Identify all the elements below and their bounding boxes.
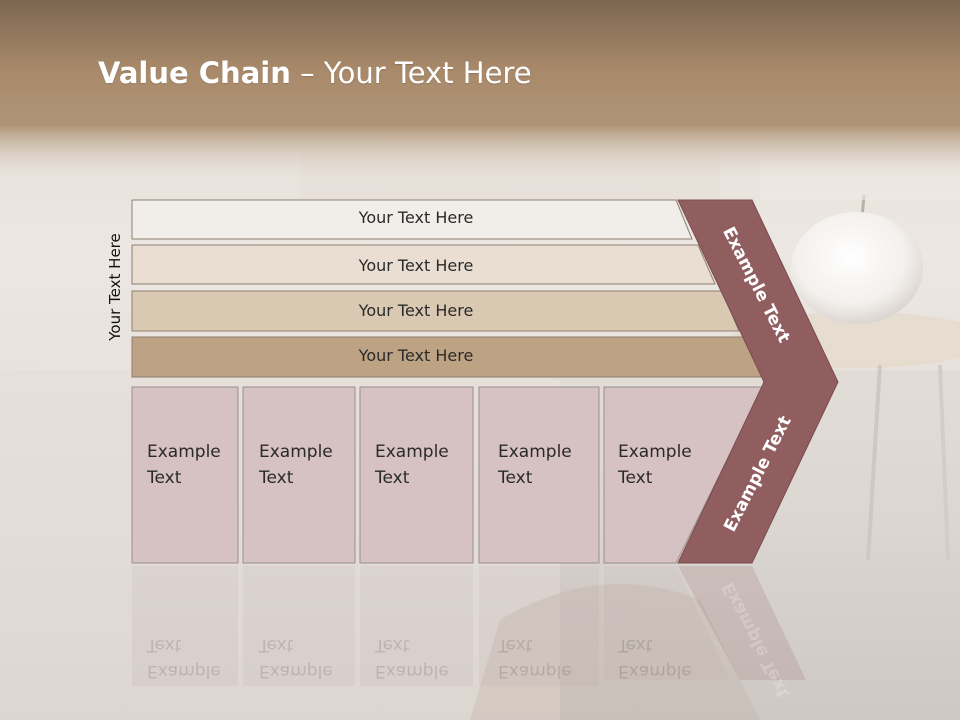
column-5-reflection-line2: Text (618, 635, 653, 655)
column-2-line1: Example (259, 442, 333, 462)
column-4-line1: Example (498, 442, 572, 462)
column-1-line2: Text (147, 468, 182, 488)
column-3-reflection-line1: Example (375, 661, 449, 681)
column-3-line1: Example (375, 442, 449, 462)
column-5-text: Example Text (618, 439, 692, 491)
bar-4-label: Your Text Here (358, 346, 474, 365)
column-5-line2: Text (618, 468, 653, 488)
column-3-text: Example Text (375, 439, 449, 491)
column-3-reflection: Example Text (375, 632, 449, 684)
column-4-reflection: Example Text (498, 632, 572, 684)
column-2-reflection-line2: Text (259, 635, 294, 655)
chevron-arrow (677, 199, 839, 564)
slide-title: Value Chain – Your Text Here (98, 56, 532, 90)
column-4-reflection-line2: Text (498, 635, 533, 655)
column-box-5 (603, 386, 764, 564)
column-2-reflection-line1: Example (259, 661, 333, 681)
column-4-reflection-line1: Example (498, 661, 572, 681)
bar-1 (131, 199, 693, 240)
column-5-reflection: Example Text (618, 632, 692, 684)
title-bold: Value Chain (98, 56, 291, 90)
bar-3-label: Your Text Here (358, 301, 474, 320)
column-1-text: Example Text (147, 439, 221, 491)
column-4-text: Example Text (498, 439, 572, 491)
side-label-text: Your Text Here (106, 233, 124, 341)
column-4-line2: Text (498, 468, 533, 488)
column-1-reflection-line1: Example (147, 661, 221, 681)
column-box-1 (131, 386, 239, 564)
column-3-reflection-line2: Text (375, 635, 410, 655)
bar-1-label: Your Text Here (358, 208, 474, 227)
column-1-reflection-line2: Text (147, 635, 182, 655)
bar-2-label: Your Text Here (358, 256, 474, 275)
title-rest: – Your Text Here (290, 56, 532, 90)
column-box-4 (478, 386, 600, 564)
column-3-line2: Text (375, 468, 410, 488)
column-2-line2: Text (259, 468, 294, 488)
column-1-line1: Example (147, 442, 221, 462)
column-box-3 (359, 386, 474, 564)
column-5-line1: Example (618, 442, 692, 462)
column-5-reflection-line1: Example (618, 661, 692, 681)
bar-2 (131, 244, 716, 285)
column-1-reflection: Example Text (147, 632, 221, 684)
bar-3 (131, 290, 740, 332)
column-box-2 (242, 386, 356, 564)
column-2-reflection: Example Text (259, 632, 333, 684)
column-2-text: Example Text (259, 439, 333, 491)
